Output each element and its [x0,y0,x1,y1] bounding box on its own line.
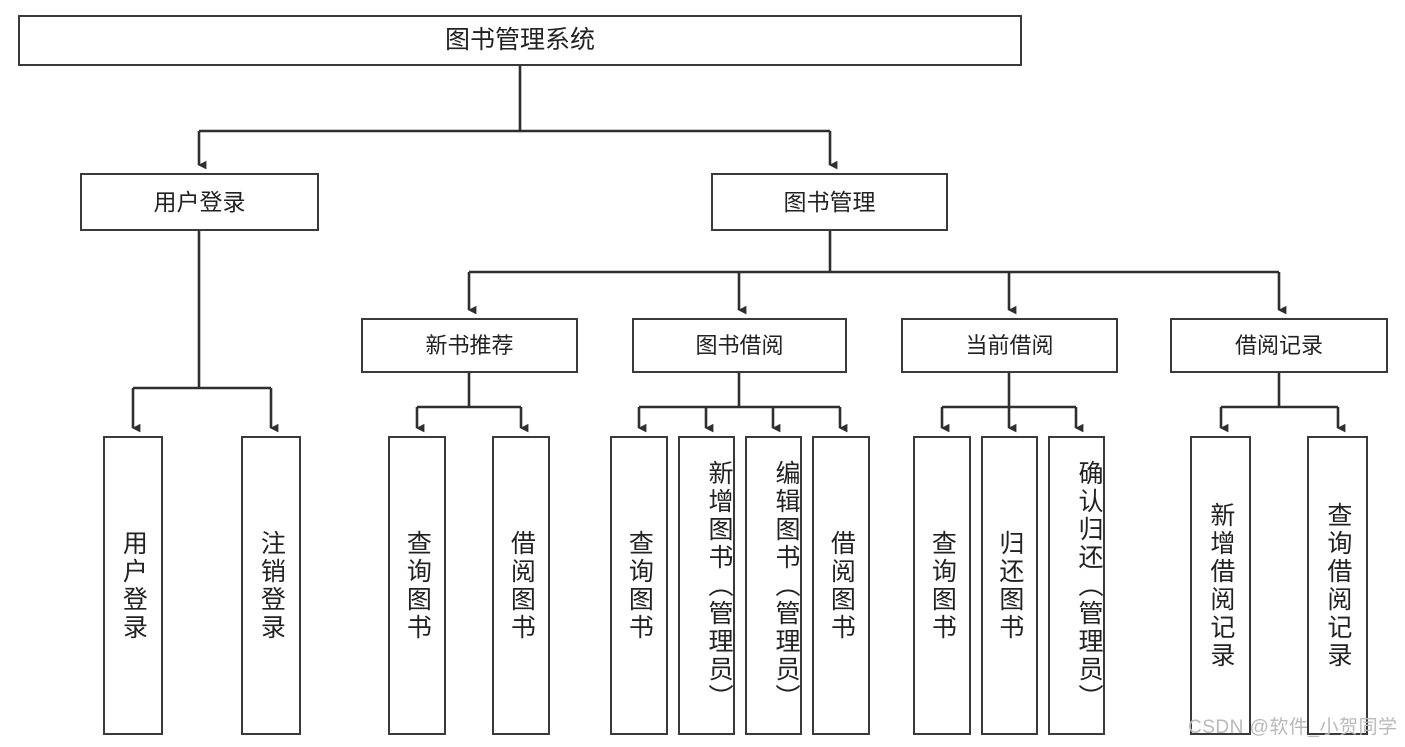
leaf-current-borrow-query[interactable]: 查询图书 [913,436,971,735]
leaf-book-borrow-edit[interactable]: 编辑图书（管理员） [745,436,802,735]
node-label: 借阅图书 [827,529,856,642]
leaf-book-borrow-query[interactable]: 查询图书 [610,436,668,735]
node-label: 归还图书 [995,529,1024,642]
node-label: 图书管理 [783,188,876,215]
leaf-current-borrow-return[interactable]: 归还图书 [981,436,1038,735]
node-book-management[interactable]: 图书管理 [711,173,948,231]
watermark-text: CSDN @软件_小贺同学 [1188,717,1398,738]
node-root-system[interactable]: 图书管理系统 [18,15,1022,66]
node-label: 新增借阅记录 [1206,501,1235,670]
leaf-new-book-borrow[interactable]: 借阅图书 [492,436,550,735]
node-label: 图书借阅 [695,332,784,358]
leaf-book-borrow-borrow[interactable]: 借阅图书 [812,436,870,735]
leaf-user-login-login[interactable]: 用户登录 [103,436,163,735]
leaf-borrow-record-query[interactable]: 查询借阅记录 [1307,436,1368,735]
leaf-current-borrow-confirm-return[interactable]: 确认归还（管理员） [1048,436,1105,735]
node-label: 新书推荐 [425,332,514,358]
node-book-borrow[interactable]: 图书借阅 [632,318,847,373]
node-label: 查询借阅记录 [1323,501,1352,670]
node-new-book-recommend[interactable]: 新书推荐 [361,318,578,373]
node-label: 查询图书 [625,529,654,642]
node-label: 确认归还（管理员） [1075,459,1103,712]
node-borrow-record[interactable]: 借阅记录 [1170,318,1388,373]
node-label: 查询图书 [403,529,432,642]
node-label: 借阅图书 [507,529,536,642]
node-label: 当前借阅 [965,332,1054,358]
leaf-book-borrow-add[interactable]: 新增图书（管理员） [678,436,735,735]
node-label: 新增图书（管理员） [705,459,733,712]
leaf-user-login-logout[interactable]: 注销登录 [241,436,301,735]
node-label: 查询图书 [928,529,957,642]
leaf-new-book-query[interactable]: 查询图书 [388,436,446,735]
node-label: 用户登录 [153,188,246,215]
node-label: 图书管理系统 [444,26,595,55]
node-label: 用户登录 [119,529,148,642]
leaf-borrow-record-add[interactable]: 新增借阅记录 [1190,436,1251,735]
node-label: 借阅记录 [1234,332,1323,358]
node-user-login[interactable]: 用户登录 [80,173,319,231]
node-label: 编辑图书（管理员） [772,459,800,712]
node-label: 注销登录 [257,529,286,642]
node-current-borrow[interactable]: 当前借阅 [901,318,1118,373]
